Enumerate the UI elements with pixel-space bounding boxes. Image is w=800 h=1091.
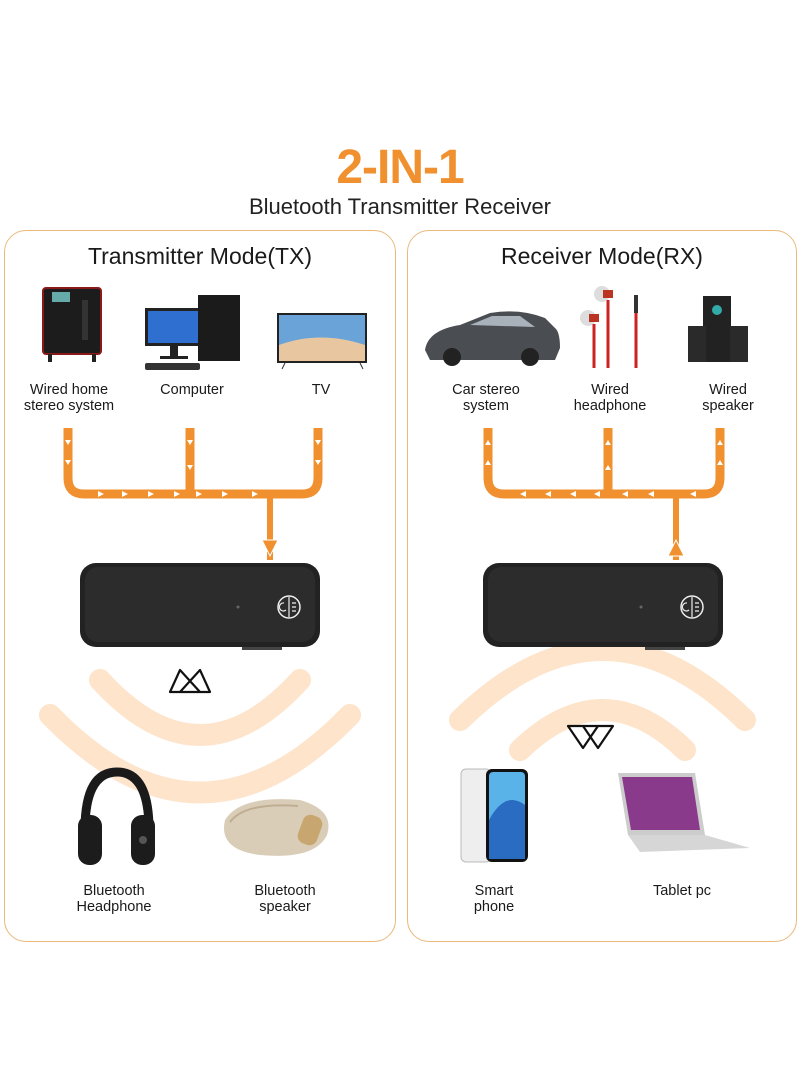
label-line: Tablet pc xyxy=(652,883,712,899)
label-line: Bluetooth xyxy=(83,883,145,899)
speaker-system-icon xyxy=(688,296,748,362)
transmitter-mode-title: Transmitter Mode(TX) xyxy=(87,243,313,269)
label-line: TV xyxy=(311,382,331,398)
receiver-mode-title: Receiver Mode(RX) xyxy=(501,243,703,269)
subtitle: Bluetooth Transmitter Receiver xyxy=(248,194,552,219)
stereo-tower-icon xyxy=(42,287,102,362)
label-line: system xyxy=(463,398,509,414)
transmitter-panel xyxy=(4,230,396,942)
label-line: Computer xyxy=(160,382,224,398)
tx-source-label-tv: TV xyxy=(256,382,386,398)
earphones-icon xyxy=(580,286,638,368)
laptop-icon xyxy=(618,773,750,852)
tx-source-label-computer: Computer xyxy=(127,382,257,398)
tx-flow-arrows xyxy=(65,440,321,497)
main-title: 2-IN-1 xyxy=(336,141,464,194)
label-line: Headphone xyxy=(76,899,152,915)
tx-signal-waves xyxy=(39,669,361,804)
bluetooth-icon xyxy=(168,668,212,694)
bluetooth-icon xyxy=(566,724,615,750)
headphones-icon xyxy=(78,767,155,865)
tx-bluetooth-device xyxy=(80,563,320,650)
label-line: Wired xyxy=(709,382,747,398)
label-line: stereo system xyxy=(23,398,115,414)
label-line: headphone xyxy=(573,398,647,414)
label-line: Bluetooth xyxy=(254,883,316,899)
tx-signal-path xyxy=(63,428,323,560)
label-line: Smart xyxy=(474,883,514,899)
receiver-panel xyxy=(407,230,797,942)
car-icon xyxy=(425,311,560,366)
label-line: Wired xyxy=(591,382,629,398)
label-line: speaker xyxy=(259,899,311,915)
speaker-icon xyxy=(224,799,329,856)
label-line: speaker xyxy=(702,398,754,414)
rx-bluetooth-device xyxy=(483,563,723,650)
smartphone-icon xyxy=(460,768,528,863)
desktop-computer-icon xyxy=(145,295,240,370)
label-line: Car stereo xyxy=(452,382,520,398)
label-line: phone xyxy=(473,899,515,915)
tv-icon xyxy=(277,313,367,370)
rx-up-arrow xyxy=(667,538,685,557)
rx-signal-waves xyxy=(449,639,756,761)
rx-source-label-tablet: Tablet pc xyxy=(617,883,747,899)
rx-flow-arrows xyxy=(485,440,723,497)
tx-down-arrow xyxy=(261,539,279,558)
label-line: Wired home xyxy=(29,382,109,398)
